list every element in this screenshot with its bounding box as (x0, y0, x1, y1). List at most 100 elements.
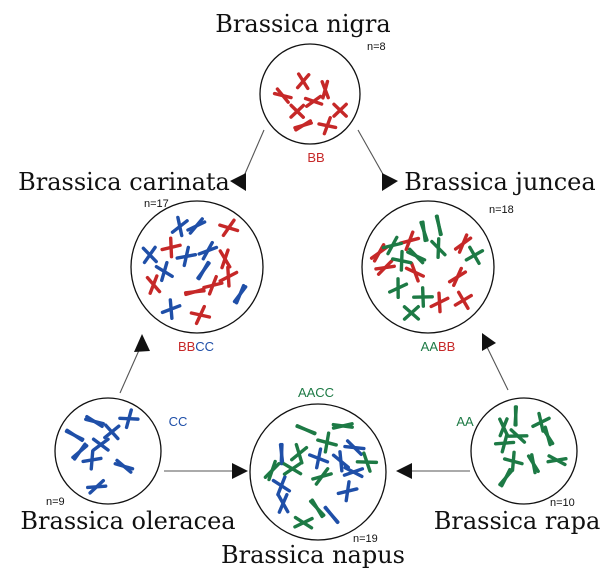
arrow-head-oleracea-to-carinata (134, 334, 150, 352)
species-brassica-rapa: Brassica rapa n=10 AA (434, 397, 601, 535)
chromosome-C (168, 298, 174, 321)
chromosome-C (232, 285, 248, 304)
chromosome-count-juncea: n=18 (489, 204, 514, 216)
chromosome-C (186, 220, 207, 232)
cell-rapa (470, 397, 578, 505)
chromosome-C (277, 492, 289, 514)
chromosome-C (197, 260, 210, 281)
chromosome-C (336, 487, 359, 496)
chromosome-B (447, 270, 468, 284)
chromosome-A (526, 454, 540, 474)
chromosome-A (381, 241, 404, 250)
chromosome-B (410, 261, 420, 283)
chromosomes-juncea (369, 214, 485, 321)
chromosome-A (500, 432, 509, 454)
chromosome-C (170, 219, 189, 234)
chromosome-A (434, 214, 443, 236)
chromosome-C (86, 484, 108, 490)
species-name-oleracea: Brassica oleracea (20, 507, 235, 535)
species-name-rapa: Brassica rapa (434, 507, 601, 535)
chromosome-A (402, 305, 421, 321)
chromosome-A (293, 516, 314, 529)
chromosome-A (290, 445, 309, 462)
chromosome-B (145, 275, 162, 294)
chromosome-C (276, 475, 287, 497)
chromosome-A (498, 417, 509, 438)
chromosome-A (430, 239, 447, 257)
arrow-nigra-to-juncea (357, 129, 385, 177)
chromosome-C (345, 439, 363, 456)
chromosome-B (202, 281, 224, 290)
chromosome-A (546, 457, 568, 464)
chromosome-B (183, 289, 206, 295)
chromosome-C (278, 442, 285, 466)
chromosome-B (293, 121, 313, 130)
chromosome-count-napus: n=19 (353, 533, 378, 545)
chromosome-A (267, 459, 277, 482)
species-brassica-napus: Brassica napus n=19 AACC (221, 385, 405, 569)
chromosome-C (104, 423, 120, 441)
chromosome-A (282, 461, 303, 476)
chromosomes-rapa (493, 405, 568, 488)
genome-part: BB (178, 339, 195, 354)
genome-label-nigra: BB (307, 150, 324, 165)
chromosome-B (221, 218, 236, 238)
chromosome-B (317, 122, 338, 130)
chromosome-A (464, 249, 485, 262)
species-name-carinata: Brassica carinata (18, 168, 230, 196)
genome-part: AACC (298, 385, 334, 400)
chromosome-C (160, 260, 169, 283)
chromosome-B (332, 102, 348, 118)
genome-label-juncea: AABB (421, 339, 456, 354)
arrow-head-nigra-to-carinata (230, 173, 246, 191)
arrow-oleracea-to-carinata (119, 347, 141, 394)
chromosome-C (64, 429, 85, 441)
chromosome-B (429, 296, 450, 309)
chromosome-A (421, 220, 427, 243)
chromosome-C (113, 462, 135, 471)
species-name-nigra: Brassica nigra (215, 10, 390, 38)
genome-label-napus: AACC (298, 385, 334, 400)
genome-part: AA (421, 339, 439, 354)
genome-part: BB (438, 339, 455, 354)
chromosome-count-oleracea: n=9 (46, 496, 65, 508)
chromosome-B (304, 94, 323, 108)
chromosome-C (84, 417, 105, 426)
chromosome-B (272, 91, 293, 100)
arrow-rapa-to-juncea (486, 346, 509, 391)
chromosome-B (376, 259, 394, 276)
genome-part: BB (307, 150, 324, 165)
chromosome-A (310, 498, 324, 519)
arrow-head-rapa-to-napus (396, 463, 412, 479)
genome-part: CC (169, 414, 188, 429)
arrow-head-rapa-to-juncea (482, 333, 496, 351)
chromosome-A (500, 467, 512, 488)
chromosome-B (218, 249, 232, 269)
genome-part: CC (195, 339, 214, 354)
species-name-juncea: Brassica juncea (404, 168, 595, 196)
chromosome-count-rapa: n=10 (550, 497, 575, 509)
genome-label-oleracea: CC (169, 414, 188, 429)
arrow-nigra-to-carinata (243, 129, 265, 177)
cell-carinata (130, 200, 264, 334)
chromosome-B (226, 265, 231, 288)
chromosomes-oleracea (64, 408, 140, 495)
chromosome-C (91, 437, 110, 452)
chromosome-A (406, 250, 427, 262)
chromosome-B (168, 236, 174, 259)
chromosome-count-nigra: n=8 (367, 41, 386, 53)
chromosome-A (295, 424, 317, 436)
arrows (119, 129, 509, 479)
chromosome-C (71, 444, 89, 460)
chromosome-B (404, 230, 415, 252)
chromosome-C (323, 505, 340, 525)
chromosome-B (296, 72, 310, 91)
chromosomes-napus (263, 422, 379, 530)
chromosome-A (502, 457, 524, 466)
species-brassica-juncea: Brassica juncea n=18 AABB (361, 168, 596, 354)
chromosome-B (456, 290, 470, 310)
species-name-napus: Brassica napus (221, 541, 405, 569)
chromosome-B (320, 80, 330, 100)
species-brassica-carinata: Brassica carinata n=17 BBCC (18, 168, 264, 354)
